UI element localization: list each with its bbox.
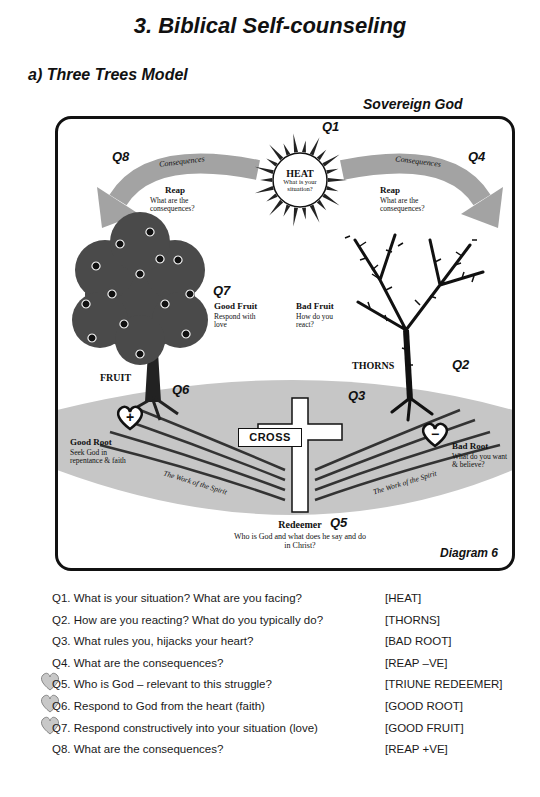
callout-number: Q3 <box>348 389 365 403</box>
callout-number: Q6 <box>172 383 189 397</box>
sun-ray <box>310 205 320 223</box>
stage-question: What do you want & believe? <box>452 453 508 470</box>
question-text: Q4. What are the consequences? <box>52 657 223 670</box>
heat-sun: HEATWhat is your situation? <box>250 130 350 230</box>
thorns <box>345 236 477 365</box>
sun-ray <box>317 200 326 210</box>
ground-band <box>57 380 513 515</box>
cross-label-box: CROSS <box>238 428 302 447</box>
stage-question: How do you react? <box>296 313 342 330</box>
question-tag: [REAP –VE] <box>385 657 447 670</box>
callout-number: Q7 <box>213 284 230 298</box>
cross-symbol <box>258 398 342 512</box>
sun-question: What is your situation? <box>276 179 324 193</box>
stage-heading: Reap <box>380 186 400 196</box>
callout-number: Q2 <box>452 358 469 372</box>
question-text: Q8. What are the consequences? <box>52 743 223 756</box>
callout-number: Q5 <box>330 516 347 530</box>
sun-ray <box>269 145 283 161</box>
cross-label: CROSS <box>249 432 291 443</box>
frame-heading: Sovereign God <box>363 97 463 111</box>
root-heart: − <box>421 422 449 448</box>
tree-label: FRUIT <box>100 372 131 383</box>
sun-disc <box>273 153 327 207</box>
sun-ray <box>293 207 298 226</box>
stage-question: Who is God and what does he say and do i… <box>230 532 370 550</box>
sun-ray <box>266 194 277 202</box>
root-heart: + <box>116 405 144 431</box>
callout-number: Q8 <box>112 150 129 164</box>
stage-question: What are the consequences? <box>150 197 212 214</box>
question-tag: [THORNS] <box>385 614 440 627</box>
stage-heading: Good Root <box>70 438 112 448</box>
sun-ray <box>317 150 326 160</box>
sun-ray <box>302 140 306 152</box>
sun-ray <box>310 137 320 155</box>
question-tag: [GOOD ROOT] <box>385 700 463 713</box>
sun-ray <box>322 155 339 167</box>
question-tag: [GOOD FRUIT] <box>385 722 464 735</box>
sun-heading: HEAT <box>286 168 314 179</box>
heart-sign: + <box>116 405 144 431</box>
sun-ray <box>293 134 298 153</box>
page-title: 3. Biblical Self-counseling <box>0 14 540 38</box>
consequence-arrowhead-right <box>461 187 503 228</box>
question-tag: [REAP +VE] <box>385 743 448 756</box>
sun-ray <box>255 186 274 193</box>
question-text: Q2. How are you reacting? What do you ty… <box>52 614 323 627</box>
stage-question: What are the consequences? <box>380 197 442 214</box>
stage-heading: Bad Root <box>452 442 488 452</box>
question-tag: [HEAT] <box>385 592 421 605</box>
tree-label: THORNS <box>352 360 394 371</box>
sun-ray <box>328 178 347 182</box>
sun-ray <box>326 186 338 191</box>
sun-ray <box>283 144 290 156</box>
section-heading: a) Three Trees Model <box>28 66 188 84</box>
sun-ray <box>322 194 339 206</box>
bad-tree-branches <box>355 235 483 420</box>
sun-ray <box>302 207 306 219</box>
question-text: Q3. What rules you, hijacks your heart? <box>52 635 253 648</box>
stage-question: Seek God in repentance & faith <box>70 449 136 466</box>
sun-ray <box>255 167 274 174</box>
question-text: Q6. Respond to God from the heart (faith… <box>52 700 265 713</box>
question-tag: [TRIUNE REDEEMER] <box>385 678 503 691</box>
stage-heading: Bad Fruit <box>296 302 334 312</box>
heart-sign: − <box>421 422 449 448</box>
good-fruit-dots <box>82 228 194 358</box>
stage-heading: Reap <box>165 186 185 196</box>
sun-ray <box>269 200 283 216</box>
question-tag: [BAD ROOT] <box>385 635 451 648</box>
callout-number: Q4 <box>468 150 485 164</box>
stage-question: Respond with love <box>214 313 262 330</box>
stage-heading: Good Fruit <box>214 302 257 312</box>
question-text: Q1. What is your situation? What are you… <box>52 592 302 605</box>
consequence-arrow-right <box>342 163 482 200</box>
consequence-arrow-left <box>118 163 258 200</box>
sun-ray <box>260 178 272 182</box>
sun-text-wrap: HEATWhat is your situation? <box>276 130 324 230</box>
sovereign-god-frame: Sovereign GodHEATWhat is your situation?… <box>55 116 515 571</box>
callout-number: Q1 <box>322 120 339 134</box>
sun-ray <box>283 205 290 217</box>
question-text: Q5. Who is God – relevant to this strugg… <box>52 678 272 691</box>
diagram-number: Diagram 6 <box>440 547 498 560</box>
question-text: Q7. Respond constructively into your sit… <box>52 722 318 735</box>
sun-ray <box>266 158 277 166</box>
sun-ray <box>326 169 338 174</box>
